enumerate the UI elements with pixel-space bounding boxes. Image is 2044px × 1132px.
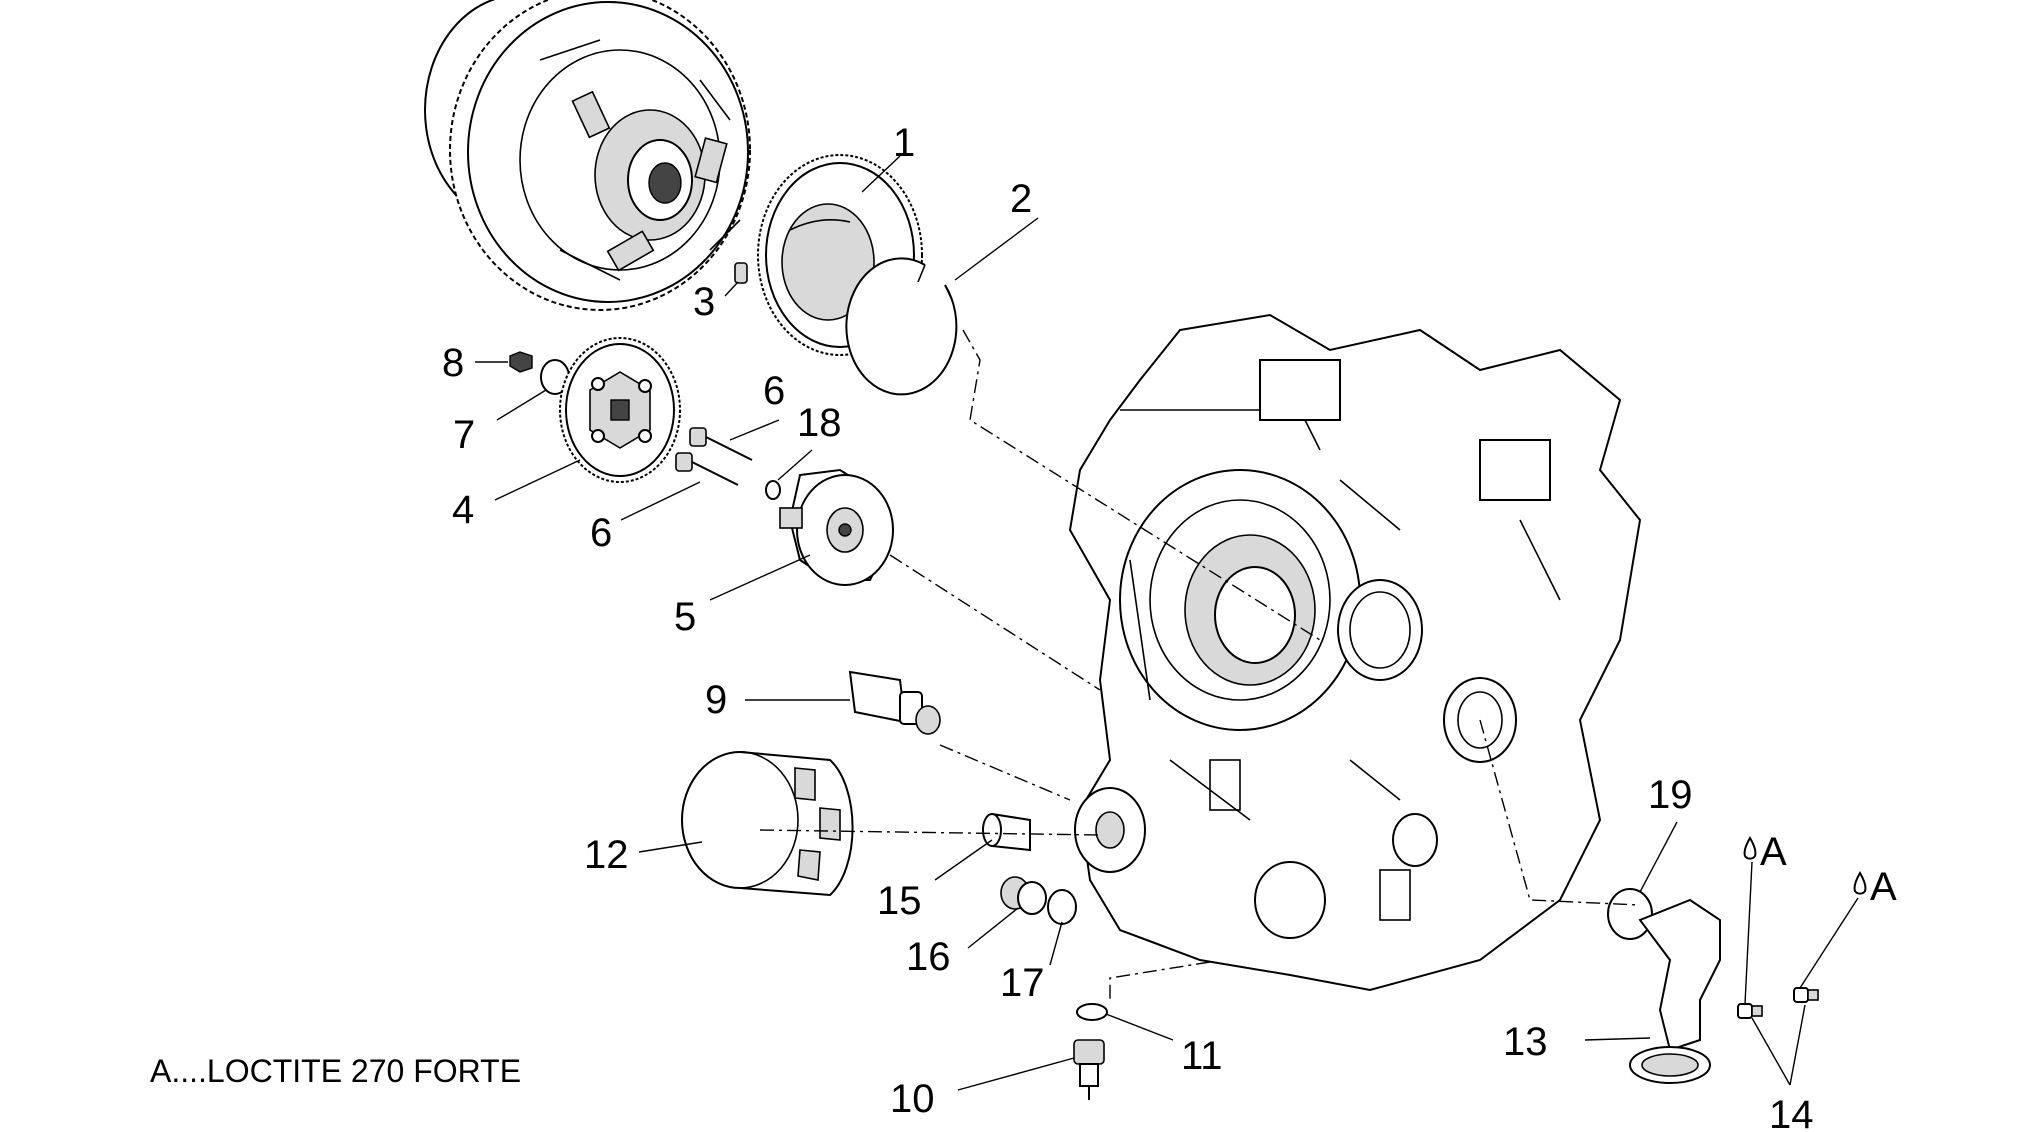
clutch-basket-drawing: [424, 0, 751, 311]
part-2-circlip-drawing: [845, 257, 958, 396]
part-12-oil-filter-drawing: [681, 751, 854, 897]
callout-10: 10: [890, 1077, 935, 1121]
callout-7: 7: [453, 413, 475, 457]
loctite-drop-icon: [1853, 871, 1867, 895]
callout-11: 11: [1181, 1034, 1223, 1078]
callout-a-1: A: [1760, 830, 1787, 874]
part-14-screw-right-drawing: [1793, 987, 1819, 1003]
part-14-screw-left-drawing: [1737, 1003, 1763, 1019]
callout-6-lower: 6: [590, 511, 612, 555]
part-8-nut-drawing: [509, 351, 533, 373]
callout-19: 19: [1648, 773, 1693, 817]
part-16-plug-drawing: [1000, 876, 1047, 915]
callout-9: 9: [705, 678, 727, 722]
callout-13: 13: [1503, 1020, 1548, 1064]
callout-2: 2: [1010, 177, 1032, 221]
loctite-note: A....LOCTITE 270 FORTE: [150, 1053, 521, 1089]
callout-17: 17: [1000, 961, 1045, 1005]
callout-6-upper: 6: [763, 369, 785, 413]
part-10-sensor-drawing: [1073, 1039, 1105, 1100]
leader-lines: [475, 155, 1859, 1091]
part-15-bush-drawing: [982, 812, 1031, 852]
part-3-pin-drawing: [734, 262, 748, 284]
callout-3: 3: [693, 280, 715, 324]
callout-5: 5: [674, 595, 696, 639]
crankcase-drawing: [1068, 313, 1642, 992]
part-4-gear-drawing: [559, 337, 681, 483]
part-6-bolt-lower-drawing: [675, 452, 739, 486]
callout-16: 16: [906, 935, 951, 979]
part-19-gasket-drawing: [1607, 888, 1653, 940]
part-9-valve-drawing: [848, 670, 941, 735]
part-6-bolt-upper-drawing: [689, 427, 753, 461]
part-18-washer-drawing: [765, 480, 781, 500]
callout-a-2: A: [1870, 865, 1897, 909]
callout-1: 1: [893, 121, 915, 165]
part-13-pickup-pipe-drawing: [1629, 898, 1721, 1084]
callout-8: 8: [442, 341, 464, 385]
callout-18: 18: [797, 401, 842, 445]
callout-12: 12: [584, 833, 629, 877]
part-11-washer-drawing: [1076, 1003, 1108, 1021]
loctite-drop-icon: [1743, 836, 1757, 860]
callout-15: 15: [877, 879, 922, 923]
part-5-oil-pump-drawing: [779, 468, 894, 586]
callout-14: 14: [1769, 1093, 1814, 1132]
callout-4: 4: [452, 488, 474, 532]
part-17-o-ring-drawing: [1047, 889, 1077, 925]
assembly-axis-lines: [759, 329, 1641, 1000]
